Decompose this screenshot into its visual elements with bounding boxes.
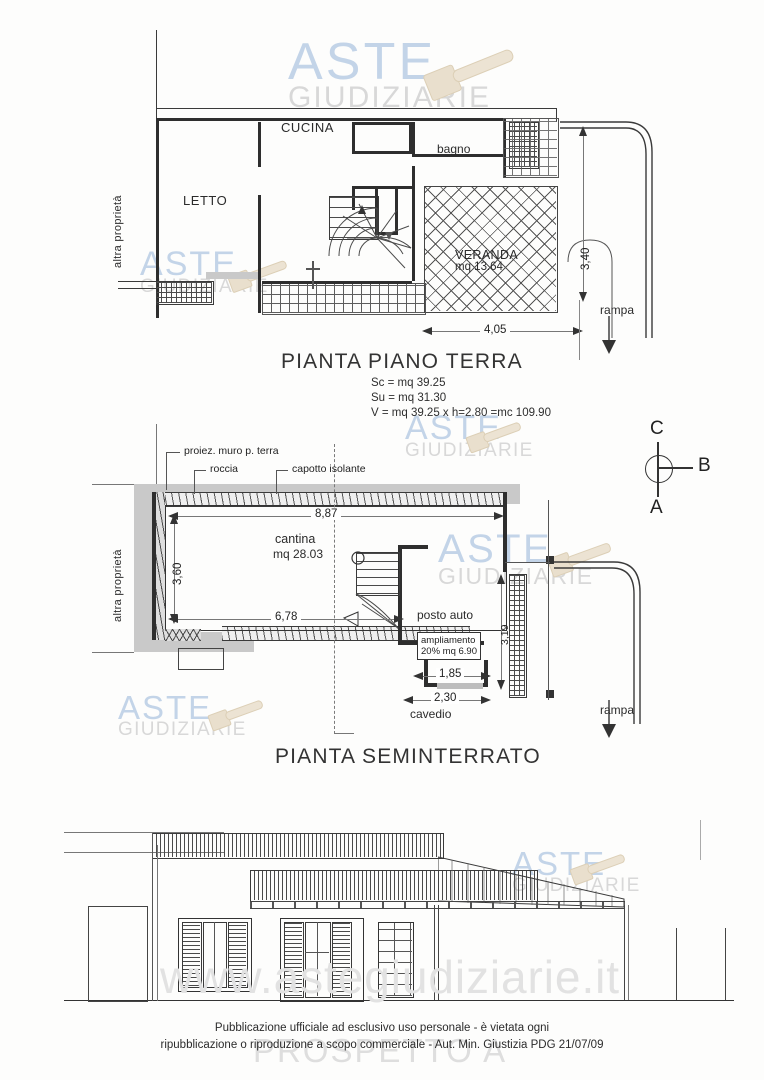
- compass-label-b: B: [698, 455, 711, 476]
- room-label-letto: LETTO: [183, 193, 228, 208]
- annotation-rampa-ground: rampa: [600, 303, 635, 317]
- annotation-altra-proprieta-ground: altra proprietà: [112, 195, 124, 268]
- room-label-posto-auto: posto auto: [417, 608, 474, 622]
- dimension-3-40: 3,40: [580, 247, 592, 270]
- room-label-bagno: bagno: [437, 142, 471, 156]
- gavel-icon-5: [206, 693, 264, 732]
- ramp-direction-arrow-ground: [602, 316, 616, 354]
- dimension-arrows-360: [170, 514, 178, 624]
- dimension-arrows-230: [403, 696, 491, 704]
- watermark-prospetto: PROSPETTO A: [253, 1032, 508, 1069]
- room-label-veranda: VERANDA: [455, 248, 519, 262]
- basement-plan-title: PIANTA SEMINTERRATO: [275, 745, 541, 768]
- gavel-icon: [420, 37, 518, 106]
- leader-roccia: roccia: [210, 463, 239, 475]
- callout-ampliamento-line2: 20% mq 6.90: [421, 646, 477, 657]
- dimension-1-85: 1,85: [436, 668, 465, 680]
- dimension-6-78: 6,78: [271, 611, 302, 623]
- room-label-cantina: cantina: [275, 532, 316, 546]
- dimension-3-60: 3,60: [172, 562, 184, 585]
- footer-notice: Pubblicazione ufficiale ad esclusivo uso…: [0, 1020, 764, 1054]
- dimension-arrows-319: [497, 574, 505, 690]
- ramp-curve-basement: [554, 561, 641, 724]
- room-area-veranda: mq 13.64: [455, 261, 503, 273]
- ground-spec-v: V = mq 39.25 x h=2.80 =mc 109.90: [371, 407, 551, 419]
- annotation-altra-proprieta-basement: altra proprietà: [112, 549, 124, 622]
- dimension-arrows-405: [422, 327, 583, 335]
- ground-floor-plan-title: PIANTA PIANO TERRA: [281, 350, 523, 373]
- ground-spec-sc: Sc = mq 39.25: [371, 377, 446, 389]
- dimension-8-87: 8,87: [311, 508, 342, 520]
- room-area-cantina: mq 28.03: [273, 547, 324, 561]
- ramp-direction-arrow-basement: [602, 700, 616, 738]
- gavel-icon-3: [464, 415, 522, 454]
- dimension-arrows-340: [579, 126, 587, 302]
- dimension-arrows-185: [413, 672, 491, 680]
- watermark-url: www.astegiudiziarie.it: [160, 951, 620, 1003]
- dimension-3-19: 3,19: [499, 624, 511, 645]
- staircase-winders-icon: [328, 203, 412, 269]
- room-label-cucina: CUCINA: [281, 120, 334, 135]
- staircase-basement-icon: [342, 551, 399, 629]
- ramp-curve-ground: [560, 121, 653, 338]
- footer-line-2: ripubblicazione o riproduzione a scopo c…: [160, 1039, 604, 1051]
- callout-ampliamento-line1: ampliamento: [421, 635, 476, 646]
- leader-proiez-muro: proiez. muro p. terra: [184, 445, 279, 457]
- leader-capotto-isolante: capotto isolante: [292, 463, 366, 475]
- dimension-4-05: 4,05: [480, 324, 511, 336]
- ground-spec-su: Su = mq 31.30: [371, 392, 447, 404]
- annotation-rampa-basement: rampa: [600, 703, 635, 717]
- compass-label-c: C: [650, 418, 664, 439]
- compass-label-a: A: [650, 497, 663, 518]
- room-label-cavedio: cavedio: [410, 707, 452, 721]
- dimension-2-30: 2,30: [431, 692, 460, 704]
- footer-line-1: Pubblicazione ufficiale ad esclusivo uso…: [214, 1022, 550, 1034]
